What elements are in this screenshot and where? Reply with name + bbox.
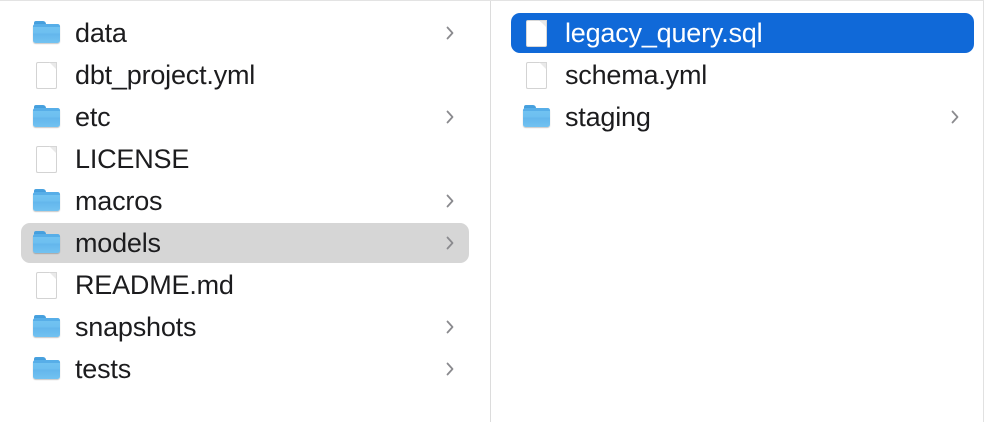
file-row[interactable]: dbt_project.yml — [21, 55, 469, 95]
item-label: legacy_query.sql — [565, 18, 763, 48]
folder-row[interactable]: models — [21, 223, 469, 263]
file-row[interactable]: legacy_query.sql — [511, 13, 974, 53]
item-label: models — [75, 228, 161, 258]
document-icon — [32, 60, 62, 90]
folder-row[interactable]: tests — [21, 349, 469, 389]
chevron-right-icon[interactable] — [948, 108, 962, 126]
document-icon — [32, 270, 62, 300]
folder-icon — [32, 312, 62, 342]
chevron-right-icon[interactable] — [443, 360, 457, 378]
chevron-right-icon[interactable] — [443, 234, 457, 252]
item-label: snapshots — [75, 312, 197, 342]
chevron-right-icon[interactable] — [443, 192, 457, 210]
item-label: etc — [75, 102, 111, 132]
file-row[interactable]: README.md — [21, 265, 469, 305]
item-label: schema.yml — [565, 60, 708, 90]
item-label: staging — [565, 102, 651, 132]
document-icon — [32, 144, 62, 174]
item-label: README.md — [75, 270, 234, 300]
chevron-right-icon[interactable] — [443, 24, 457, 42]
chevron-right-icon[interactable] — [443, 108, 457, 126]
file-row[interactable]: schema.yml — [511, 55, 974, 95]
folder-icon — [32, 228, 62, 258]
file-list-child: legacy_query.sql schema.yml staging — [491, 1, 983, 139]
chevron-right-icon[interactable] — [443, 318, 457, 336]
item-label: tests — [75, 354, 132, 384]
folder-icon — [522, 102, 552, 132]
folder-icon — [32, 18, 62, 48]
folder-icon — [32, 186, 62, 216]
folder-row[interactable]: macros — [21, 181, 469, 221]
item-label: macros — [75, 186, 163, 216]
folder-row[interactable]: etc — [21, 97, 469, 137]
file-row[interactable]: LICENSE — [21, 139, 469, 179]
folder-row[interactable]: data — [21, 13, 469, 53]
document-icon — [522, 18, 552, 48]
folder-icon — [32, 102, 62, 132]
document-icon — [522, 60, 552, 90]
item-label: data — [75, 18, 127, 48]
item-label: dbt_project.yml — [75, 60, 256, 90]
folder-icon — [32, 354, 62, 384]
folder-row[interactable]: snapshots — [21, 307, 469, 347]
folder-row[interactable]: staging — [511, 97, 974, 137]
finder-column-child: legacy_query.sql schema.yml staging — [491, 1, 984, 422]
item-label: LICENSE — [75, 144, 190, 174]
